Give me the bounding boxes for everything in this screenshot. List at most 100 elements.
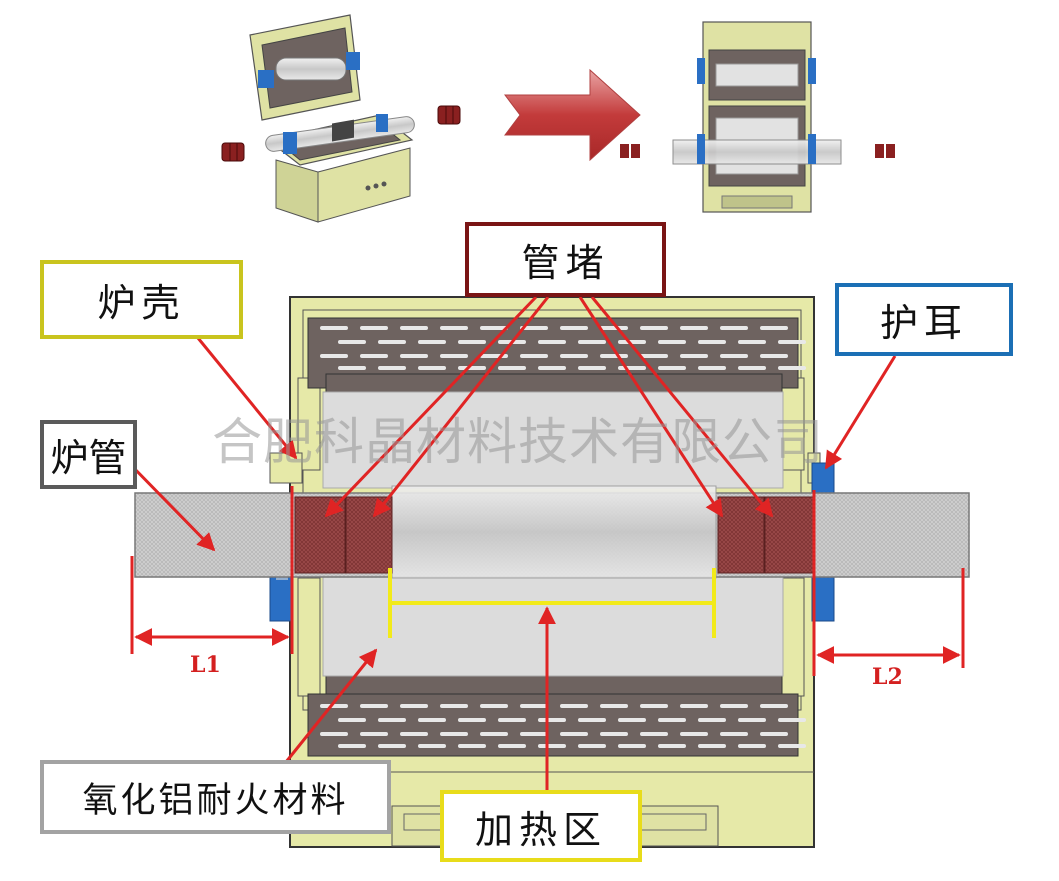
- l2-dimension: [812, 490, 965, 676]
- heater-slot: [360, 354, 388, 358]
- heater-slot: [760, 732, 788, 736]
- heater-slot: [640, 704, 668, 708]
- heater-slot: [378, 744, 406, 748]
- heater-slot: [578, 718, 606, 722]
- heater-slot: [618, 718, 646, 722]
- heater-slot: [578, 340, 606, 344]
- heater-slot: [338, 340, 366, 344]
- heater-slot: [698, 718, 726, 722]
- tube-arrow: [126, 460, 216, 552]
- heater-slot: [400, 354, 428, 358]
- transition-arrow: [504, 68, 641, 162]
- plug-arrow-1: [324, 295, 538, 518]
- heater-slot: [520, 732, 548, 736]
- heater-slot: [720, 704, 748, 708]
- heater-slot: [680, 704, 708, 708]
- heater-slot: [378, 718, 406, 722]
- heater-slot: [458, 718, 486, 722]
- heater-slot: [640, 732, 668, 736]
- heater-slots-bottom: [320, 704, 806, 748]
- heater-slot: [360, 326, 388, 330]
- plug-arrow-4: [590, 296, 774, 518]
- heater-slot: [440, 326, 468, 330]
- label-tube: 炉管: [40, 420, 137, 489]
- heating-zone-marker: [388, 568, 716, 638]
- watermark: 合肥科晶材料技术有限公司: [212, 413, 824, 471]
- heater-slot: [400, 704, 428, 708]
- heater-slot: [480, 704, 508, 708]
- heater-slot: [680, 326, 708, 330]
- heater-slot: [498, 744, 526, 748]
- heater-slot: [698, 366, 726, 370]
- label-heating-zone: 加热区: [440, 790, 642, 862]
- heater-slot: [658, 744, 686, 748]
- heater-slot: [320, 732, 348, 736]
- heater-slot: [440, 732, 468, 736]
- heater-slot: [538, 366, 566, 370]
- heater-slot: [720, 732, 748, 736]
- heater-slot: [338, 366, 366, 370]
- closed-furnace-illustration: [620, 21, 895, 213]
- heater-slot: [640, 326, 668, 330]
- label-ear: 护耳: [835, 283, 1013, 356]
- heater-slot: [658, 366, 686, 370]
- furnace-tube: [134, 485, 970, 579]
- heater-slot: [778, 340, 806, 344]
- leader-arrows: [126, 295, 897, 790]
- heater-slots-top: [320, 326, 806, 370]
- heater-slot: [618, 340, 646, 344]
- heater-slot: [578, 366, 606, 370]
- ear-arrow: [824, 355, 897, 470]
- heater-slot: [320, 354, 348, 358]
- l2-label: L2: [872, 664, 903, 690]
- heater-slot: [738, 366, 766, 370]
- heater-slot: [320, 704, 348, 708]
- heater-slot: [760, 704, 788, 708]
- heater-slot: [418, 340, 446, 344]
- heater-slot: [458, 366, 486, 370]
- heater-slot: [480, 732, 508, 736]
- heater-slot: [560, 354, 588, 358]
- heater-slot: [760, 326, 788, 330]
- heater-slot: [400, 326, 428, 330]
- heater-slot: [560, 326, 588, 330]
- heater-slot: [738, 718, 766, 722]
- heater-slot: [720, 326, 748, 330]
- heater-slot: [760, 354, 788, 358]
- heater-slot: [480, 326, 508, 330]
- heater-slot: [538, 340, 566, 344]
- heater-slot: [418, 744, 446, 748]
- heater-slot: [680, 354, 708, 358]
- heater-slot: [360, 704, 388, 708]
- heater-slot: [378, 366, 406, 370]
- heater-slot: [360, 732, 388, 736]
- heater-slot: [320, 326, 348, 330]
- heater-slot: [458, 340, 486, 344]
- heater-slot: [738, 340, 766, 344]
- plug-arrow-3: [578, 296, 724, 518]
- label-insulation: 氧化铝耐火材料: [40, 760, 391, 834]
- heater-slot: [600, 354, 628, 358]
- heater-slot: [560, 732, 588, 736]
- heater-slot: [338, 744, 366, 748]
- heater-slot: [440, 354, 468, 358]
- heater-slot: [498, 366, 526, 370]
- heater-slot: [778, 718, 806, 722]
- heater-slot: [618, 744, 646, 748]
- l1-dimension: [130, 486, 294, 654]
- heater-slot: [458, 744, 486, 748]
- heater-slot: [778, 744, 806, 748]
- heater-slot: [538, 718, 566, 722]
- label-plug: 管堵: [465, 222, 666, 297]
- heater-slot: [400, 732, 428, 736]
- heater-slot: [338, 718, 366, 722]
- heater-slot: [658, 340, 686, 344]
- heater-slot: [418, 718, 446, 722]
- label-shell: 炉壳: [40, 260, 243, 339]
- heater-slot: [378, 340, 406, 344]
- shell-arrow: [196, 337, 298, 460]
- heater-block-bottom: [307, 673, 799, 757]
- heater-slot: [698, 340, 726, 344]
- heater-slot: [680, 732, 708, 736]
